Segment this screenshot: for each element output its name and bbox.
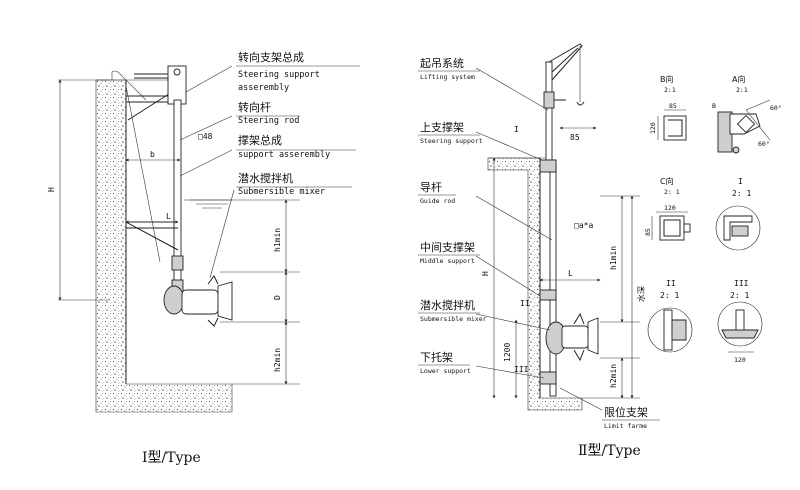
type1-label-en: Submersible mixer	[238, 187, 325, 197]
type1-wall	[95, 79, 233, 413]
type2-caption: Ⅱ型/Type	[578, 443, 641, 459]
type2-label-cn: 上支撑架	[420, 120, 464, 134]
type2-label-cn: 限位支架	[604, 405, 648, 419]
type1-label-cn: 潜水搅拌机	[238, 171, 293, 185]
type2-label-en: Steering support	[420, 137, 483, 145]
detail-iii-title: III	[734, 279, 749, 288]
type1-label-cn: 撑架总成	[238, 133, 282, 147]
type1-dim-square: □48	[198, 132, 213, 141]
type1-drawing	[58, 65, 300, 413]
detail-b-d2: 120	[649, 122, 657, 134]
detail-a-scale: 2:1	[736, 86, 748, 94]
type2-dim-85: 85	[570, 133, 580, 142]
type2-marker-I: I	[514, 125, 519, 134]
detail-c-scale: 2: 1	[664, 188, 680, 196]
detail-c-d2: 85	[644, 228, 652, 236]
type2-dim-h1: h1min	[609, 246, 618, 270]
detail-ii: II 2: 1	[647, 279, 693, 353]
type2-label-cn: 下托架	[420, 350, 453, 364]
type2-lifting-system	[543, 43, 585, 161]
detail-b-view: B向 2:1 85 120	[649, 74, 687, 141]
type2-dim-water: 水深	[636, 286, 646, 302]
type2-wall	[487, 157, 583, 411]
type2-mixer	[545, 312, 599, 362]
type1-dim-h2: h2min	[273, 348, 282, 372]
type2-drawing	[475, 43, 640, 411]
type2-dim-H: H	[481, 271, 490, 276]
type2-label-en: Guide rod	[420, 197, 455, 205]
type1-dim-b: b	[150, 150, 155, 159]
type1-mixer	[163, 275, 233, 327]
detail-c-d1: 120	[664, 204, 676, 212]
detail-a-view: A向 2:1 60° 60° B	[712, 74, 782, 154]
type1-label-en: Steering support	[238, 70, 320, 80]
type1-label-en: support asserembly	[238, 150, 330, 160]
detail-a-b-marker: B	[712, 102, 716, 110]
type1-label-en: asserembly	[238, 83, 289, 93]
type2-marker-III: III	[514, 365, 529, 374]
type1-dim-h1: h1min	[273, 228, 282, 252]
type2-dim-1200: 1200	[503, 343, 512, 362]
detail-c-title: C向	[660, 176, 674, 186]
detail-ii-title: II	[666, 279, 676, 288]
type2-dim-square: □a*a	[574, 221, 593, 230]
detail-i-scale: 2: 1	[732, 189, 751, 198]
type2-label-en: Middle support	[420, 257, 475, 265]
type2-label-cn: 中间支撑架	[420, 240, 475, 254]
type2-label-cn: 起吊系统	[420, 57, 464, 70]
type2-label-en: Limit farme	[604, 422, 647, 430]
type1-label-cn: 转向支架总成	[238, 50, 304, 64]
type1-dim-H: H	[47, 187, 56, 192]
detail-i: I 2: 1	[715, 177, 761, 251]
detail-ii-scale: 2: 1	[660, 291, 679, 300]
type2-guide-rod	[549, 159, 557, 397]
detail-iii: III 2: 1 120	[717, 279, 763, 364]
detail-c-view: C向 2: 1 120 85	[644, 176, 691, 241]
type2-label-cn: 导杆	[420, 180, 442, 194]
type2-label-en: Submersible mixer	[420, 315, 487, 323]
type1-dim-D: D	[273, 295, 282, 300]
detail-iii-scale: 2: 1	[730, 291, 749, 300]
type1-caption: Ⅰ型/Type	[142, 450, 201, 466]
type2-label-en: Lower support	[420, 367, 471, 375]
type2-label-cn: 潜水搅拌机	[420, 298, 475, 312]
detail-iii-d: 120	[734, 356, 746, 364]
type2-label-en: Lifting system	[420, 73, 475, 81]
type1-label-cn: 转向杆	[238, 100, 271, 114]
detail-b-title: B向	[660, 74, 674, 84]
type2-dim-h2: h2min	[609, 364, 618, 388]
detail-b-scale: 2:1	[664, 86, 676, 94]
type2-marker-II: II	[520, 299, 530, 308]
type1-label-en: Steering rod	[238, 116, 299, 126]
detail-a-title: A向	[732, 74, 745, 84]
detail-a-ang1: 60°	[770, 104, 782, 112]
detail-i-title: I	[738, 177, 743, 186]
detail-a-ang2: 60°	[758, 140, 770, 148]
type2-dim-L: L	[568, 269, 573, 278]
detail-b-d1: 85	[669, 102, 677, 110]
type1-dim-L: L	[166, 212, 171, 221]
